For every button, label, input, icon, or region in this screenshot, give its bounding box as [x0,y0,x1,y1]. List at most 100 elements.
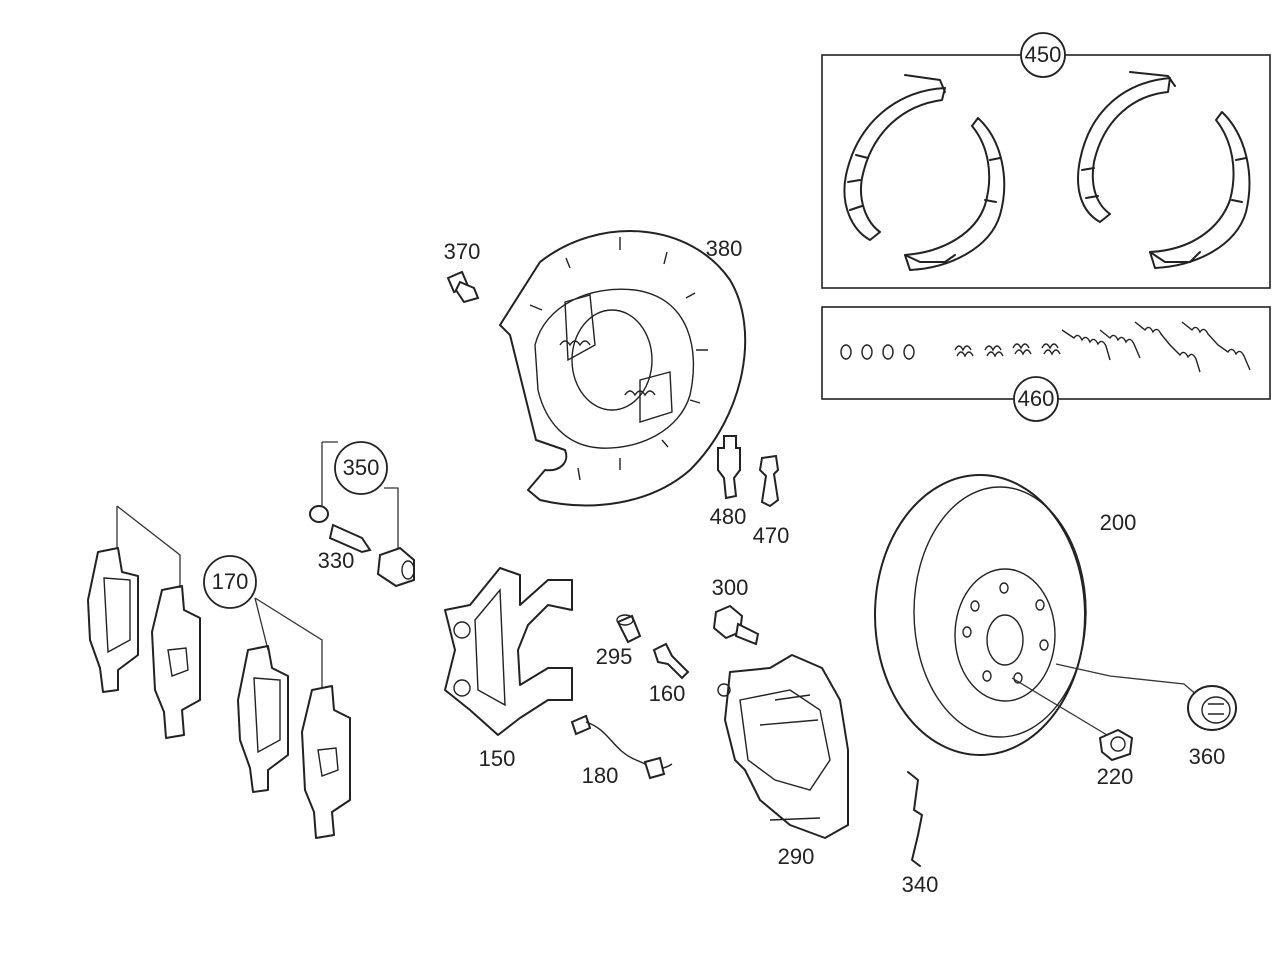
guide-pin-bushing-hole [401,560,415,580]
callout-label-200: 200 [1100,510,1137,535]
caliper-carrier-group: 150 [444,567,573,771]
caliper-fitting [717,683,731,697]
callout-leader-360 [1055,663,1199,697]
callout-label-340: 340 [902,872,939,897]
guide-pin [328,523,372,554]
plug-360-slots [1208,703,1224,715]
brake-disc-center [986,614,1024,666]
callout-label-160: 160 [649,681,686,706]
callout-label-470: 470 [753,523,790,548]
brake-shoe-left-b [904,117,1006,271]
anti-rattle-spring [907,771,923,867]
backing-plate-group: 380 [499,230,747,507]
brake-pad-3-friction [253,677,281,754]
caliper-carrier-web [474,588,506,707]
brake-shoe-left-a [843,87,946,241]
caliper-carrier-hole-bottom [453,679,471,697]
callout-label-290: 290 [778,844,815,869]
backing-plate-mounts [564,294,673,423]
brake-shoe-left-a-detail [847,74,946,211]
small-springs [954,343,1061,358]
callout-leader-170 [116,505,323,688]
brake-disc-hat [954,568,1056,702]
bolt-370-shank [454,280,480,304]
callout-label-380: 380 [706,236,743,261]
backing-plate-hub-hole [571,309,653,411]
backing-plate-vents [529,237,708,481]
brake-shoe-right-b-detail [1149,157,1247,263]
brake-pad-2 [151,585,201,739]
bleeder-screw-160 [652,642,690,680]
brake-pads-group: 170 [87,505,351,839]
caliper-body [724,654,849,839]
callout-circle-460 [1013,376,1059,422]
anti-rattle-spring-group: 340 [902,771,939,897]
shoes-box [821,54,1271,289]
caliper-carrier-hole-top [453,621,471,639]
guide-pin-cap [309,505,329,523]
backing-plate-inner [534,288,695,449]
caliper-carrier [444,567,573,736]
long-springs [1061,321,1251,373]
callout-label-350: 350 [343,455,380,480]
wear-sensor-group: 180 [570,714,673,788]
brake-disc-outer [874,474,1086,756]
dust-cap-295-top [616,614,634,626]
hardware-kit-group: 460 [821,306,1271,422]
dust-cap-295 [616,614,642,644]
plug-360-inner [1201,696,1231,724]
callout-label-330: 330 [318,548,355,573]
brake-disc-group: 200 [874,474,1137,756]
bleeder-group: 295 160 [596,614,690,706]
bolt-300-group: 300 [712,575,760,646]
brake-pad-2-clip [167,647,189,677]
brake-pad-1 [87,547,139,693]
callout-label-450: 450 [1025,42,1062,67]
plug-360-group: 360 [1055,663,1237,769]
caliper-group: 290 [717,654,849,869]
callout-label-460: 460 [1018,386,1055,411]
callout-circle-170 [203,555,257,609]
caliper-piston-housing [739,689,831,791]
callout-label-300: 300 [712,575,749,600]
brake-disc-face [913,486,1087,738]
bolt-370-group: 370 [444,239,481,304]
retainer-clips [840,344,915,360]
backing-plate-outline [499,230,747,507]
wear-sensor-plug [643,756,666,780]
brake-pad-3 [237,645,289,793]
callout-circle-350 [334,441,388,495]
wear-sensor-head [570,714,592,736]
spring-clip-470 [758,454,780,508]
callout-leader-220 [1011,677,1113,739]
brake-shoe-right-a-detail [1081,71,1176,199]
callout-label-180: 180 [582,763,619,788]
callout-circle-450 [1020,32,1066,78]
brake-shoe-right-a [1077,77,1171,223]
brake-shoe-right-b [1149,111,1251,269]
backing-plate-springs [559,340,656,397]
bolt-300-shank [734,622,760,646]
callout-label-360: 360 [1189,744,1226,769]
brake-pad-1-friction [103,577,131,654]
nut-220-group: 220 [1011,677,1134,789]
callout-label-370: 370 [444,239,481,264]
guide-pin-group: 350 330 [309,441,415,588]
guide-pin-bushing [376,546,415,588]
parking-brake-shoes-group: 450 [821,32,1271,289]
brake-shoe-left-b-detail [904,157,1001,263]
callout-label-480: 480 [710,504,747,529]
adjuster-480 [717,435,741,500]
adjuster-group: 480 470 [710,435,790,548]
callout-label-150: 150 [479,746,516,771]
callout-label-220: 220 [1097,764,1134,789]
plug-360-outer [1187,685,1237,731]
nut-220-hole [1110,736,1126,752]
brake-pad-4 [301,685,351,839]
callout-leader-350 [321,441,399,548]
callout-label-295: 295 [596,644,633,669]
callout-label-170: 170 [212,569,249,594]
caliper-detail [759,694,821,821]
